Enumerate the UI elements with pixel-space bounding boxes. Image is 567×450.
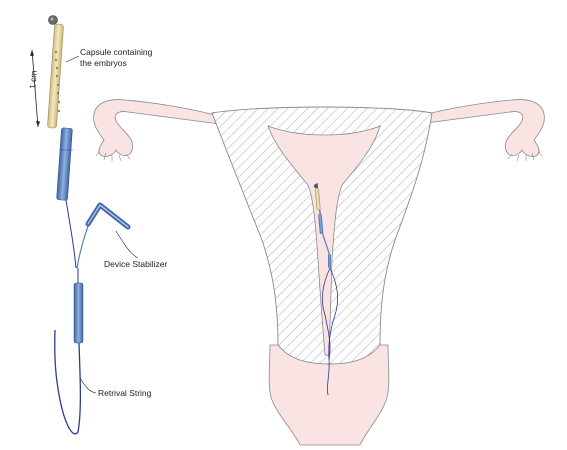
- callout-string: Retrival String: [80, 378, 152, 398]
- stabilizer-label: Device Stabilizer: [104, 259, 167, 269]
- scale-label: 1 cm: [27, 70, 39, 89]
- left-fallopian-tube: [94, 100, 220, 157]
- retrieval-string: [55, 330, 81, 434]
- embryo-capsule: [47, 16, 63, 129]
- device-lower-segment: [74, 283, 83, 343]
- capsule-label-line1: Capsule containing: [80, 47, 153, 57]
- scale-bar: 1 cm: [27, 50, 40, 127]
- device-sleeve: [57, 128, 73, 201]
- right-fallopian-tube: [418, 100, 544, 157]
- ivc-device: [47, 16, 128, 434]
- callout-capsule: Capsule containing the embryos: [66, 47, 153, 68]
- capsule-label-line2: the embryos: [80, 58, 127, 68]
- string-label: Retrival String: [98, 388, 152, 398]
- callout-stabilizer: Device Stabilizer: [104, 231, 167, 269]
- uterus-illustration: [94, 100, 545, 445]
